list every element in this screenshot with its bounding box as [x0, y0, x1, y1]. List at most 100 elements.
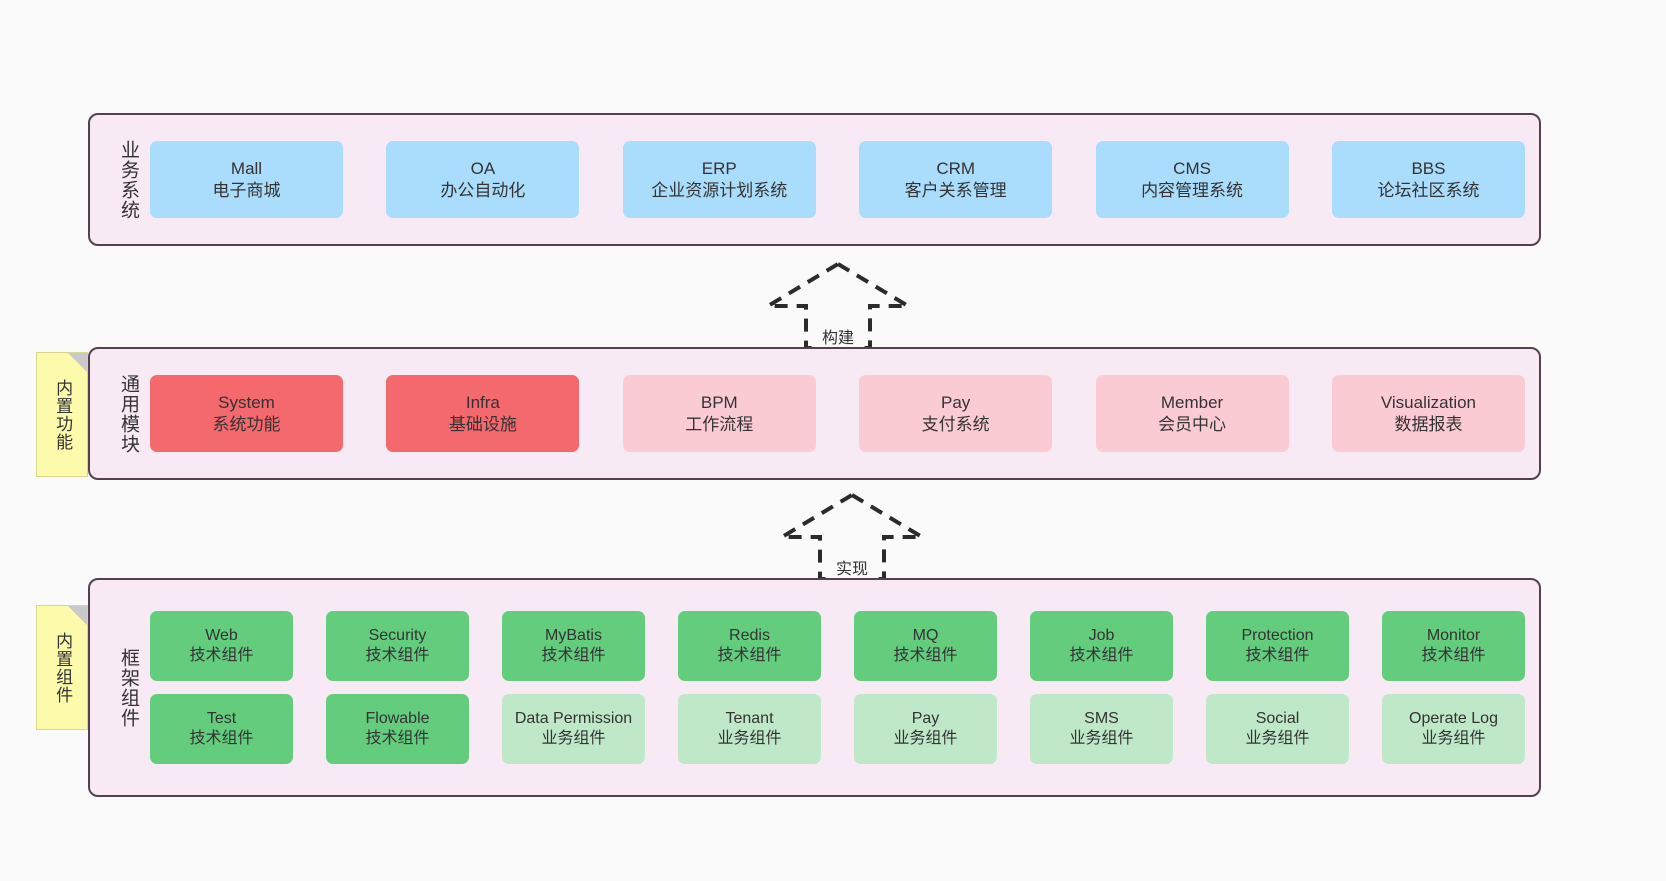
framework-tech-row: Web 技术组件 Security 技术组件 MyBatis 技术组件 Redi…: [150, 611, 1525, 681]
card-subtitle: 论坛社区系统: [1377, 180, 1480, 200]
card-subtitle: 业务组件: [1069, 730, 1134, 747]
card-subtitle: 数据报表: [1394, 414, 1463, 434]
card-subtitle: 技术组件: [189, 730, 254, 747]
card-subtitle: 支付系统: [921, 414, 990, 434]
card-title: Tenant: [725, 710, 774, 728]
card-subtitle: 基础设施: [448, 414, 517, 434]
card-bbs[interactable]: BBS 论坛社区系统: [1331, 141, 1525, 218]
card-title: MQ: [912, 627, 939, 645]
card-subtitle: 技术组件: [365, 647, 430, 664]
connector-build-label: 构建: [819, 324, 857, 348]
note-builtin-components-label: 内置组件: [53, 631, 73, 704]
card-title: Protection: [1241, 627, 1314, 645]
note-builtin-components: 内置组件: [36, 605, 88, 730]
card-title: CRM: [936, 158, 976, 178]
card-tenant[interactable]: Tenant 业务组件: [678, 694, 821, 764]
card-subtitle: 技术组件: [1069, 647, 1134, 664]
layer-label-framework-components: 框架组件: [118, 647, 139, 728]
card-subtitle: 内容管理系统: [1141, 180, 1244, 200]
layer-framework-components: 框架组件 Web 技术组件 Security 技术组件 MyBatis 技术组件…: [88, 578, 1541, 797]
card-title: Test: [206, 710, 237, 728]
card-title: Redis: [729, 627, 770, 645]
layer-label-common-modules: 通用模块: [118, 373, 139, 454]
layer-business-systems: 业务系统 Mall 电子商城 OA 办公自动化 ERP 企业资源计划系统 CRM…: [88, 113, 1541, 246]
card-subtitle: 办公自动化: [440, 180, 526, 200]
card-operate-log[interactable]: Operate Log 业务组件: [1382, 694, 1525, 764]
card-subtitle: 技术组件: [717, 647, 782, 664]
card-social[interactable]: Social 业务组件: [1206, 694, 1349, 764]
card-subtitle: 技术组件: [189, 647, 254, 664]
card-web[interactable]: Web 技术组件: [150, 611, 293, 681]
card-subtitle: 技术组件: [893, 647, 958, 664]
card-title: Social: [1255, 710, 1300, 728]
card-system[interactable]: System 系统功能: [150, 375, 343, 452]
note-fold-corner-icon: [68, 606, 87, 625]
card-title: OA: [470, 158, 496, 178]
card-infra[interactable]: Infra 基础设施: [386, 375, 580, 452]
note-fold-corner-icon: [68, 353, 87, 372]
card-member[interactable]: Member 会员中心: [1095, 375, 1289, 452]
card-title: BBS: [1411, 158, 1446, 178]
card-title: Pay: [941, 392, 971, 412]
card-redis[interactable]: Redis 技术组件: [678, 611, 821, 681]
card-crm[interactable]: CRM 客户关系管理: [859, 141, 1053, 218]
card-title: Pay: [911, 710, 940, 728]
card-pay-biz[interactable]: Pay 业务组件: [854, 694, 997, 764]
card-sms[interactable]: SMS 业务组件: [1030, 694, 1173, 764]
card-title: MyBatis: [545, 627, 602, 645]
card-subtitle: 技术组件: [1421, 647, 1486, 664]
card-test[interactable]: Test 技术组件: [150, 694, 293, 764]
card-visualization[interactable]: Visualization 数据报表: [1331, 375, 1525, 452]
card-bpm[interactable]: BPM 工作流程: [622, 375, 816, 452]
card-subtitle: 业务组件: [893, 730, 958, 747]
card-job[interactable]: Job 技术组件: [1030, 611, 1173, 681]
card-title: Infra: [465, 392, 500, 412]
card-title: CMS: [1173, 158, 1211, 178]
card-subtitle: 电子商城: [212, 180, 281, 200]
card-subtitle: 技术组件: [541, 647, 606, 664]
card-subtitle: 客户关系管理: [904, 180, 1007, 200]
card-title: SMS: [1084, 710, 1119, 728]
card-security[interactable]: Security 技术组件: [326, 611, 469, 681]
card-subtitle: 系统功能: [212, 414, 281, 434]
card-title: Monitor: [1426, 627, 1481, 645]
card-subtitle: 业务组件: [541, 730, 606, 747]
card-subtitle: 技术组件: [365, 730, 430, 747]
card-title: BPM: [700, 392, 738, 412]
layer-label-business-systems: 业务系统: [118, 139, 139, 220]
card-data-permission[interactable]: Data Permission 业务组件: [502, 694, 645, 764]
card-title: ERP: [701, 158, 737, 178]
framework-biz-row: Test 技术组件 Flowable 技术组件 Data Permission …: [150, 694, 1525, 764]
card-subtitle: 业务组件: [1421, 730, 1486, 747]
card-protection[interactable]: Protection 技术组件: [1206, 611, 1349, 681]
card-mybatis[interactable]: MyBatis 技术组件: [502, 611, 645, 681]
note-builtin-features-label: 内置功能: [53, 378, 73, 451]
card-title: Web: [205, 627, 238, 645]
card-cms[interactable]: CMS 内容管理系统: [1095, 141, 1289, 218]
layer-common-modules: 通用模块 System 系统功能 Infra 基础设施 BPM 工作流程 Pay…: [88, 347, 1541, 480]
card-erp[interactable]: ERP 企业资源计划系统: [622, 141, 816, 218]
card-pay[interactable]: Pay 支付系统: [859, 375, 1053, 452]
card-flowable[interactable]: Flowable 技术组件: [326, 694, 469, 764]
card-title: Visualization: [1380, 392, 1477, 412]
business-systems-card-list: Mall 电子商城 OA 办公自动化 ERP 企业资源计划系统 CRM 客户关系…: [144, 141, 1539, 218]
card-monitor[interactable]: Monitor 技术组件: [1382, 611, 1525, 681]
framework-components-grid: Web 技术组件 Security 技术组件 MyBatis 技术组件 Redi…: [144, 611, 1539, 764]
card-title: Mall: [230, 158, 263, 178]
card-title: System: [218, 392, 275, 412]
card-oa[interactable]: OA 办公自动化: [386, 141, 580, 218]
card-subtitle: 业务组件: [717, 730, 782, 747]
connector-implement-label: 实现: [833, 555, 871, 579]
card-mq[interactable]: MQ 技术组件: [854, 611, 997, 681]
card-mall[interactable]: Mall 电子商城: [150, 141, 343, 218]
card-title: Flowable: [365, 710, 430, 728]
card-subtitle: 业务组件: [1245, 730, 1310, 747]
card-subtitle: 会员中心: [1158, 414, 1227, 434]
card-title: Member: [1160, 392, 1224, 412]
connector-build: 构建: [748, 256, 928, 356]
connector-implement: 实现: [762, 487, 942, 587]
card-title: Job: [1088, 627, 1115, 645]
card-subtitle: 企业资源计划系统: [651, 180, 788, 200]
common-modules-card-list: System 系统功能 Infra 基础设施 BPM 工作流程 Pay 支付系统…: [144, 375, 1539, 452]
